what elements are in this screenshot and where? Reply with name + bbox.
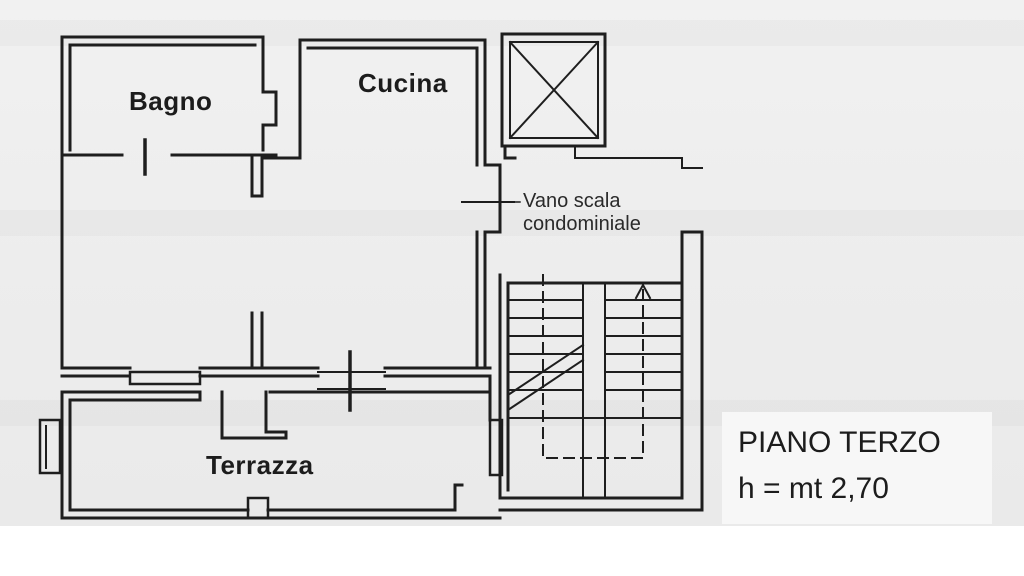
bagno-walls <box>60 35 278 370</box>
elevator-shaft <box>500 32 703 169</box>
room-label-terrazza: Terrazza <box>206 450 314 480</box>
room-label-bagno: Bagno <box>129 86 213 116</box>
terrace-dividing-wall <box>60 350 492 412</box>
legend-ceiling-height: h = mt 2,70 <box>738 472 889 505</box>
legend-floor-name: PIANO TERZO <box>738 426 941 459</box>
stair-direction-arrow-icon <box>634 282 652 300</box>
stairwell-label-line2: condominiale <box>523 213 641 235</box>
room-label-stairwell: Vano scala condominiale <box>523 190 641 236</box>
floor-legend: PIANO TERZO h = mt 2,70 <box>722 412 992 524</box>
stairwell-label-line1: Vano scala <box>523 190 621 212</box>
room-label-cucina: Cucina <box>358 68 448 98</box>
partition-walls <box>250 153 302 370</box>
terrazza-walls <box>38 374 504 520</box>
stair-walking-line <box>542 274 644 459</box>
stair-treads <box>506 282 683 499</box>
